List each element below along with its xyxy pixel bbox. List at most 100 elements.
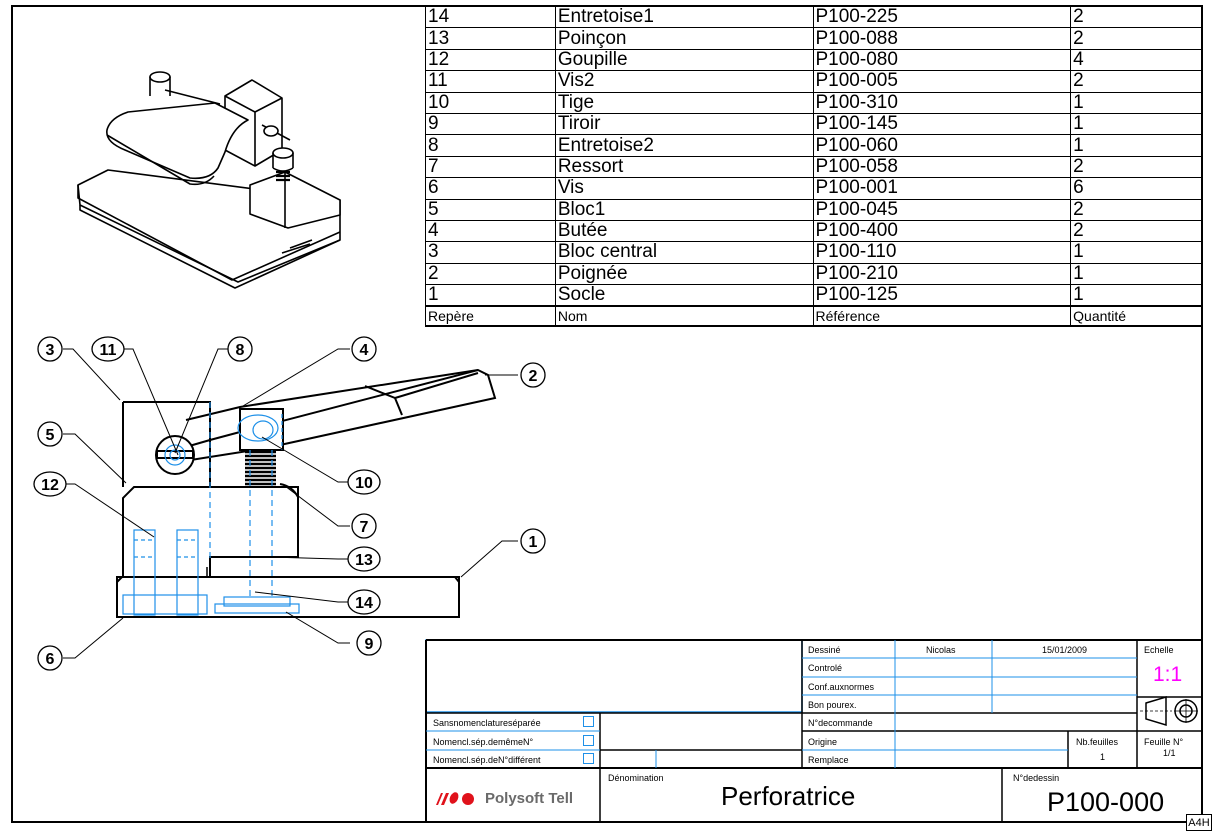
bom-header-nom: Nom <box>554 305 814 328</box>
front-elevation-view <box>116 368 497 618</box>
drawing-number-label: N°dedessin <box>1013 773 1060 783</box>
nb-feuilles-value: 1 <box>1100 752 1106 762</box>
balloon-11: 11 <box>91 336 125 362</box>
bom-header-reference: Référence <box>812 305 1072 328</box>
bom-cell-nom: Entretoise1 <box>554 5 814 29</box>
bom-cell-nom: Poignée <box>554 262 814 286</box>
controle-label: Controlé <box>808 663 843 673</box>
balloon-circle <box>347 546 381 572</box>
balloon-8: 8 <box>227 336 253 362</box>
isometric-view <box>77 71 341 289</box>
balloon-5: 5 <box>37 421 63 447</box>
balloon-label: 14 <box>355 595 373 612</box>
bom-cell-nom: Goupille <box>554 48 814 72</box>
balloon-circle <box>351 336 377 362</box>
sans-nomenclature-checkbox[interactable] <box>583 716 594 727</box>
balloon-circle <box>520 528 546 554</box>
balloon-12: 12 <box>33 471 67 497</box>
balloon-circle <box>37 336 63 362</box>
balloon-label: 2 <box>529 368 538 385</box>
nomencl-diff-label: Nomencl.sép.deN°différent <box>433 755 541 765</box>
nomencl-meme-checkbox[interactable] <box>583 735 594 746</box>
sans-nomenclature-label: Sansnomenclatureséparée <box>433 718 541 728</box>
bon-pour-ex-label: Bon pourex. <box>808 700 857 710</box>
balloon-circle <box>347 469 381 495</box>
echelle-value: 1:1 <box>1153 663 1183 686</box>
balloon-circle <box>37 645 63 671</box>
leader-lines <box>63 348 518 659</box>
bom-cell-nom: Bloc central <box>554 241 814 264</box>
bom-cell-repere: 13 <box>425 27 556 50</box>
bom-cell-nom: Ressort <box>554 155 814 179</box>
echelle-label: Echelle <box>1144 645 1174 655</box>
feuille-value: 1/1 <box>1163 748 1176 758</box>
balloon-circle <box>91 336 125 362</box>
bom-cell-reference: P100-060 <box>812 134 1072 157</box>
paper-format-badge: A4H <box>1186 814 1212 831</box>
remplace-label: Remplace <box>808 755 849 765</box>
bom-cell-reference: P100-210 <box>812 262 1072 286</box>
balloon-label: 1 <box>529 534 538 551</box>
bom-header-quantite: Quantité <box>1070 305 1203 328</box>
bom-cell-reference: P100-110 <box>812 241 1072 264</box>
dessine-label: Dessiné <box>808 645 841 655</box>
balloon-label: 13 <box>355 552 373 569</box>
denomination-label: Dénomination <box>608 773 664 783</box>
bom-cell-reference: P100-058 <box>812 155 1072 179</box>
nomencl-meme-label: Nomencl.sép.demêmeN° <box>433 737 534 747</box>
balloon-7: 7 <box>351 513 377 539</box>
bom-header-row: Repère Nom Référence Quantité <box>425 305 1203 328</box>
balloon-circle <box>347 589 381 615</box>
bom-cell-reference: P100-145 <box>812 112 1072 136</box>
balloon-13: 13 <box>347 546 381 572</box>
balloon-10: 10 <box>347 469 381 495</box>
denomination-value: Perforatrice <box>721 781 856 811</box>
balloon-4: 4 <box>351 336 377 362</box>
balloon-9: 9 <box>356 630 382 656</box>
balloon-label: 8 <box>236 342 245 359</box>
balloon-label: 4 <box>360 342 369 359</box>
balloon-circle <box>33 471 67 497</box>
balloon-circle <box>351 513 377 539</box>
bom-cell-reference: P100-310 <box>812 91 1072 114</box>
nb-feuilles-label: Nb.feuilles <box>1076 737 1119 747</box>
balloon-circle <box>227 336 253 362</box>
bom-cell-reference: P100-400 <box>812 219 1072 243</box>
origine-label: Origine <box>808 737 838 747</box>
balloon-3: 3 <box>37 336 63 362</box>
balloon-label: 3 <box>46 342 55 359</box>
balloon-label: 12 <box>41 477 59 494</box>
balloon-circle <box>37 421 63 447</box>
drawing-number-value: P100-000 <box>1047 787 1165 817</box>
hidden-lines <box>122 402 300 616</box>
balloon-label: 10 <box>355 475 373 492</box>
dessine-date: 15/01/2009 <box>1042 645 1088 655</box>
dessine-name: Nicolas <box>926 645 956 655</box>
balloon-1: 1 <box>520 528 546 554</box>
feuille-label: Feuille N° <box>1144 737 1184 747</box>
nomencl-diff-checkbox[interactable] <box>583 753 594 764</box>
title-block-lines <box>425 639 1203 823</box>
bom-cell-quantite: 1 <box>1070 262 1203 286</box>
balloon-label: 9 <box>365 636 374 653</box>
balloon-14: 14 <box>347 589 381 615</box>
balloon-label: 7 <box>360 519 369 536</box>
bom-cell-nom: Tige <box>554 91 814 114</box>
balloon-circle <box>520 362 546 388</box>
polysoft-logo-icon <box>436 792 474 805</box>
conf-normes-label: Conf.auxnormes <box>808 682 875 692</box>
balloon-label: 6 <box>46 651 55 668</box>
company-name: Polysoft Tell <box>485 790 574 807</box>
